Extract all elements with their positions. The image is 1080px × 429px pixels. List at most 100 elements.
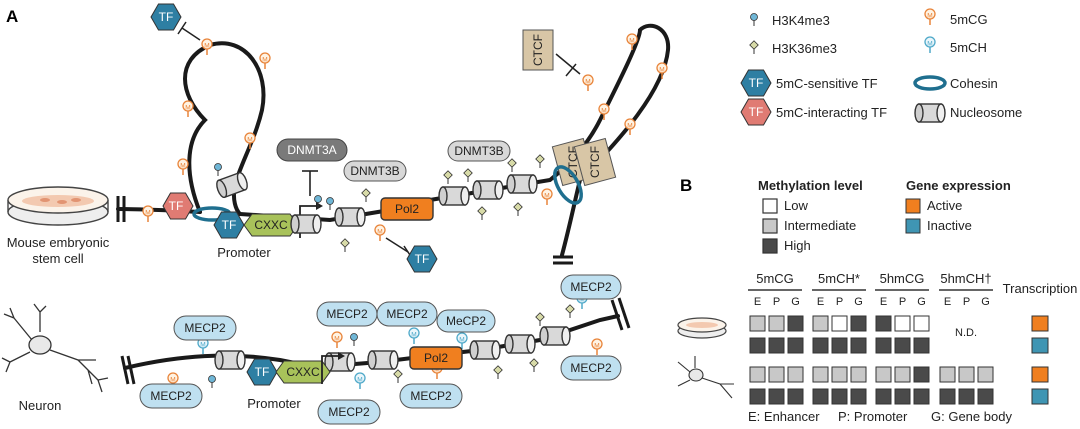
svg-text:MECP2: MECP2 [386, 307, 428, 321]
mch-mark [354, 372, 366, 390]
mcg-mark [582, 74, 594, 92]
h3k4me3-mark [214, 163, 222, 177]
mcg-mark [244, 132, 256, 150]
methylation-cell [875, 315, 892, 332]
mecp2-pill: MECP2 [139, 383, 203, 409]
nucleosome [472, 180, 504, 200]
cxxc-domain-esc: CXXC [243, 213, 299, 237]
footer-genebody: G: Gene body [931, 409, 1012, 424]
methylation-cell [913, 315, 930, 332]
svg-text:MECP2: MECP2 [328, 405, 370, 419]
methylation-cell [812, 388, 829, 405]
svg-text:CXXC: CXXC [254, 218, 288, 232]
svg-text:TF: TF [415, 252, 430, 266]
methylation-cell [850, 388, 867, 405]
footer-promoter: P: Promoter [838, 409, 908, 424]
svg-text:TF: TF [159, 10, 174, 24]
methylation-cell [913, 388, 930, 405]
svg-text:Active: Active [927, 198, 962, 213]
cohesin-ring [553, 165, 583, 205]
svg-text:Inactive: Inactive [927, 218, 972, 233]
methylation-cell [939, 388, 956, 405]
methylation-cell [812, 315, 829, 332]
sub-column-label: E [944, 296, 951, 308]
methylation-cell [787, 337, 804, 354]
esc-label-line1: Mouse embryonic [7, 235, 110, 250]
methylation-cell [875, 388, 892, 405]
neuron-cell [1, 303, 109, 393]
svg-text:Low: Low [784, 198, 808, 213]
tf-sensitive-top: TF [150, 3, 182, 31]
pol2-neuron: Pol2 [409, 346, 463, 370]
nucleosome [438, 186, 470, 206]
svg-text:CXXC: CXXC [286, 365, 320, 379]
tf-sensitive-promoter-neuron: TF [246, 358, 278, 386]
mch-mark [408, 327, 420, 345]
nucleosome [290, 214, 322, 234]
tf-interacting-esc: TF [162, 192, 194, 220]
legend-interacting-tf: 5mC-interacting TF [776, 105, 887, 120]
h3k36me3-mark [507, 158, 517, 173]
methylation-cell [913, 337, 930, 354]
methylation-level-title: Methylation level [758, 178, 863, 193]
svg-text:MECP2: MECP2 [150, 389, 192, 403]
sub-column-label: P [899, 296, 906, 308]
svg-text:CTCF: CTCF [588, 146, 602, 178]
methylation-cell [894, 388, 911, 405]
svg-text:5mCH*: 5mCH* [818, 271, 860, 286]
methylation-cell [787, 388, 804, 405]
methylation-cell [850, 366, 867, 383]
methylation-cell [768, 388, 785, 405]
methylation-cell [875, 366, 892, 383]
svg-text:Pol2: Pol2 [424, 351, 448, 365]
sub-column-label: E [880, 296, 887, 308]
footer-enhancer: E: Enhancer [748, 409, 820, 424]
mcg-mark [142, 205, 154, 223]
mecp2-pill: MECP2 [173, 315, 237, 341]
svg-text:MECP2: MECP2 [570, 361, 612, 375]
h3k4me3-mark [208, 375, 216, 389]
dnmt3b-pill: DNMT3B [447, 140, 511, 162]
mcg-mark [177, 158, 189, 176]
methylation-cell [787, 315, 804, 332]
neuron-label: Neuron [19, 398, 62, 413]
mecp2-pill: MECP2 [376, 301, 438, 327]
legend-h3k4me3: H3K4me3 [772, 13, 830, 28]
methylation-cell [768, 315, 785, 332]
mcg-mark [541, 188, 553, 206]
legend-cohesin: Cohesin [950, 76, 998, 91]
nucleosome [539, 326, 571, 346]
dnmt3b-pill: DNMT3B [343, 160, 407, 182]
methylation-cell [831, 388, 848, 405]
sub-column-label: P [963, 296, 970, 308]
transcription-cell [1031, 337, 1049, 354]
methylation-cell [812, 337, 829, 354]
nucleosome [469, 340, 501, 360]
h3k36me3-mark [529, 358, 539, 373]
nucleosome [214, 350, 246, 370]
svg-text:DNMT3A: DNMT3A [287, 143, 336, 157]
transcription-cell [1031, 366, 1049, 383]
mecp2-pill: MECP2 [560, 355, 622, 381]
legend-5mch: 5mCH [950, 40, 987, 55]
sub-column-label: P [773, 296, 780, 308]
svg-text:MECP2: MECP2 [184, 321, 226, 335]
h3k4me3-mark [326, 197, 334, 211]
mecp2-pill: MECP2 [316, 301, 378, 327]
methylation-cell [977, 366, 994, 383]
h3k36me3-mark [443, 170, 453, 185]
methylation-cell [749, 315, 766, 332]
cxxc-domain-neuron: CXXC [275, 360, 331, 384]
ctcf-anchor-2: CTCF [573, 137, 617, 187]
svg-text:MECP2: MECP2 [410, 389, 452, 403]
pol2-esc: Pol2 [380, 197, 434, 221]
methylation-cell [768, 337, 785, 354]
h3k36me3-mark [535, 154, 545, 169]
svg-text:Pol2: Pol2 [395, 202, 419, 216]
svg-text:MECP2: MECP2 [570, 280, 612, 294]
h3k36me3-mark [565, 304, 575, 319]
esc-petri-dish [7, 186, 109, 226]
tf-sensitive-genebody: TF [406, 245, 438, 273]
svg-text:5hmCH†: 5hmCH† [940, 271, 991, 286]
mcg-mark [331, 331, 343, 349]
